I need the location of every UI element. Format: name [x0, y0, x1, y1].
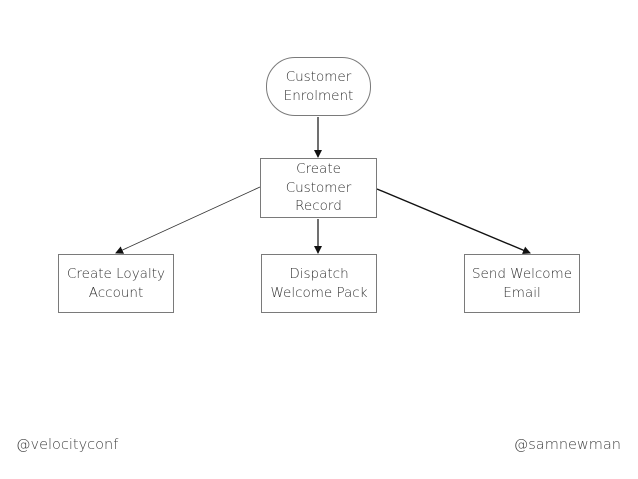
- footer-handle-right: @samnewman: [513, 437, 621, 453]
- footer-handle-left: @velocityconf: [16, 437, 119, 453]
- arrow-record-to-loyalty: [115, 186, 261, 254]
- node-send-welcome-email: Send Welcome Email: [464, 254, 580, 313]
- node-create-loyalty-account: Create Loyalty Account: [58, 254, 174, 313]
- node-customer-enrolment: Customer Enrolment: [266, 57, 371, 116]
- node-customer-enrolment-label: Customer Enrolment: [283, 69, 354, 104]
- node-create-customer-record: Create Customer Record: [260, 158, 377, 218]
- node-dispatch-welcome-pack-label: Dispatch Welcome Pack: [270, 266, 368, 301]
- node-create-loyalty-account-label: Create Loyalty Account: [67, 266, 165, 301]
- node-dispatch-welcome-pack: Dispatch Welcome Pack: [261, 254, 377, 313]
- node-send-welcome-email-label: Send Welcome Email: [471, 266, 573, 301]
- node-create-customer-record-label: Create Customer Record: [285, 161, 352, 215]
- arrow-record-to-email: [376, 188, 531, 254]
